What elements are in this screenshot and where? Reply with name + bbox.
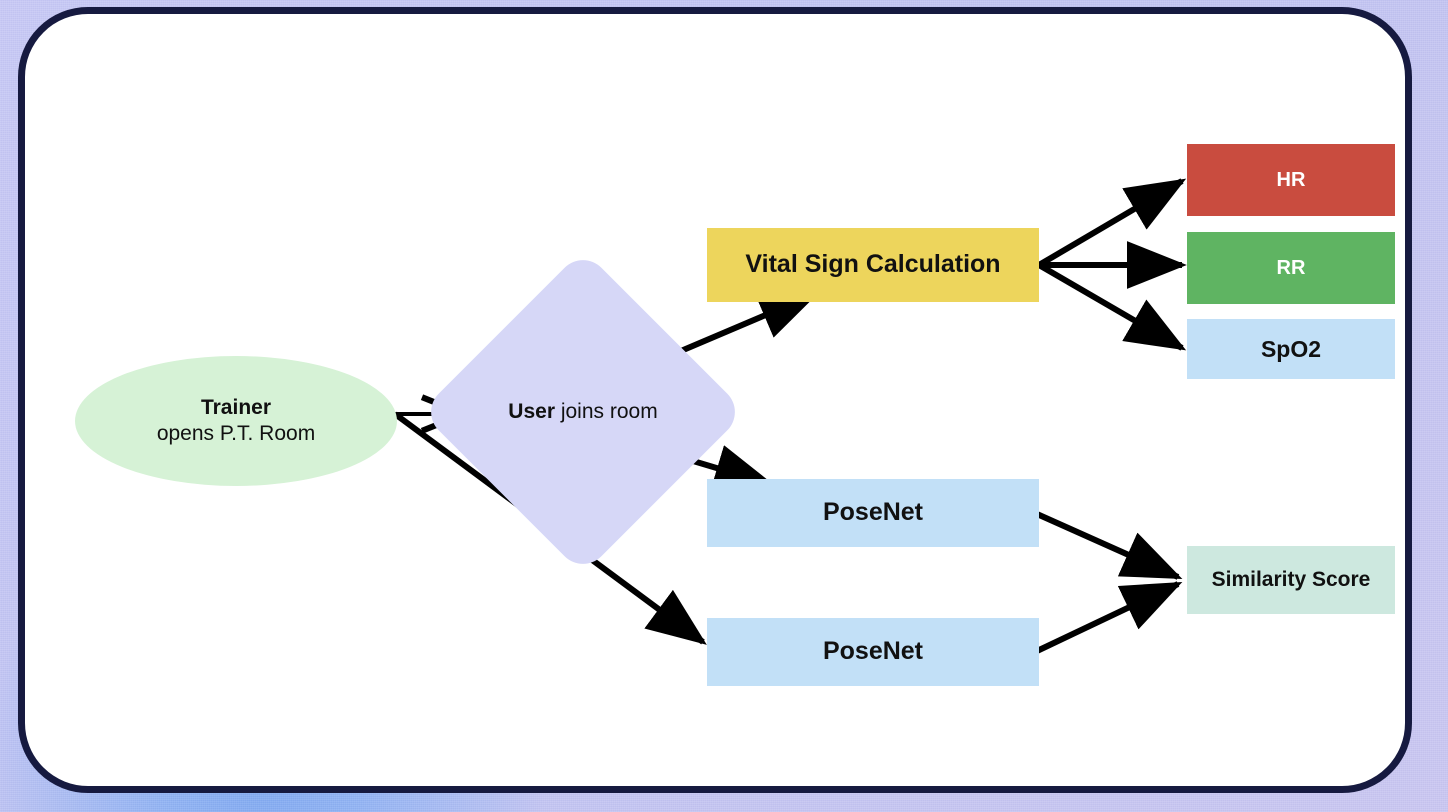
- node-posenet-bottom-label: PoseNet: [822, 637, 924, 666]
- node-posenet-top-label: PoseNet: [822, 498, 924, 527]
- node-vital-sign-calculation-label: Vital Sign Calculation: [745, 250, 1001, 279]
- diagram-card: Trainer opens P.T. Room User joins room …: [18, 7, 1412, 793]
- node-posenet-top[interactable]: PoseNet: [707, 479, 1039, 547]
- node-similarity-score-label: Similarity Score: [1211, 567, 1371, 591]
- diagram-edges: [393, 178, 1187, 654]
- node-hr-label: HR: [1276, 168, 1306, 191]
- node-trainer-label-bold: Trainer: [200, 395, 272, 419]
- node-trainer-label-rest: opens P.T. Room: [156, 422, 316, 445]
- edge-posenet-bottom-to-similarity: [1035, 581, 1183, 654]
- node-trainer-label: Trainer opens P.T. Room: [157, 395, 315, 448]
- node-trainer[interactable]: Trainer opens P.T. Room: [75, 356, 397, 486]
- node-spo2-label: SpO2: [1260, 335, 1322, 362]
- node-posenet-bottom[interactable]: PoseNet: [707, 618, 1039, 686]
- node-spo2[interactable]: SpO2: [1187, 319, 1395, 379]
- node-rr[interactable]: RR: [1187, 232, 1395, 304]
- edge-posenet-top-to-similarity: [1035, 511, 1183, 580]
- node-hr[interactable]: HR: [1187, 144, 1395, 216]
- flow-diagram: Trainer opens P.T. Room User joins room …: [25, 14, 1405, 786]
- node-similarity-score[interactable]: Similarity Score: [1187, 546, 1395, 614]
- node-user-joins-label-rest: joins room: [555, 400, 658, 423]
- edge-vital-sign-to-hr: [1037, 178, 1187, 268]
- node-user-joins-label-bold: User: [508, 400, 555, 423]
- node-rr-label: RR: [1276, 256, 1306, 279]
- node-vital-sign-calculation[interactable]: Vital Sign Calculation: [707, 228, 1039, 302]
- node-user-joins[interactable]: User joins room: [420, 249, 746, 575]
- node-user-joins-label: User joins room: [468, 297, 698, 527]
- edge-vital-sign-to-spo2: [1037, 262, 1187, 351]
